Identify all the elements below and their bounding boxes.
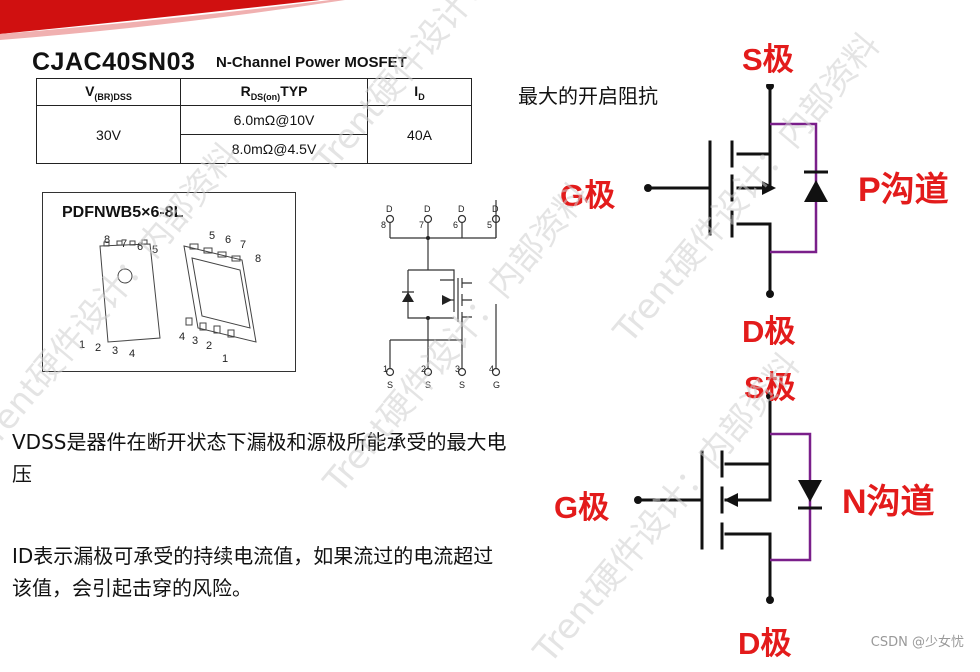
pin-label: 7 (240, 239, 246, 251)
pinout-bottom-num: 1 (383, 364, 388, 374)
pin-label: 1 (79, 339, 85, 351)
pinout-top-num: 6 (453, 220, 458, 230)
pin-label: 4 (129, 348, 135, 360)
pin-label: 2 (95, 342, 101, 354)
part-number: CJAC40SN03 (32, 48, 196, 76)
package-drawing: 8 7 6 5 1 2 3 4 5 6 7 8 4 3 2 1 (79, 230, 261, 365)
cell-vbr: 30V (36, 105, 181, 164)
note-id: ID表示漏极可承受的持续电流值，如果流过的电流超过 该值，会引起击穿的风险。 (12, 544, 494, 600)
pinout-schematic: 8 7 6 5 D D D D 1 2 3 4 S S S G (381, 200, 501, 390)
header-swoosh (0, 0, 345, 40)
n-gate-label: G极 (554, 490, 610, 525)
header-rds: RDS(on)TYP (180, 78, 368, 106)
package-bottom-view (183, 243, 257, 343)
pinout-top-name: D (424, 204, 431, 214)
pin-label: 6 (137, 241, 143, 253)
pinout-top-num: 7 (419, 220, 424, 230)
pinout-bottom-name: S (459, 380, 465, 390)
pinout-bottom-num: 3 (455, 364, 460, 374)
pinout-bottom-name: S (387, 380, 393, 390)
pin-label: 8 (104, 234, 110, 246)
pin-label: 4 (179, 331, 185, 343)
pinout-top-num: 5 (487, 220, 492, 230)
pinout-bottom-name: G (493, 380, 500, 390)
part-subtitle: N-Channel Power MOSFET (216, 54, 407, 71)
pinout-bottom-name: S (425, 380, 431, 390)
n-drain-label: D极 (738, 626, 792, 661)
cell-id: 40A (367, 105, 472, 164)
p-channel-mosfet-symbol (644, 84, 828, 298)
p-drain-label: D极 (742, 314, 796, 349)
pinout-bottom-num: 2 (421, 364, 426, 374)
spec-table: V(BR)DSS RDS(on)TYP ID 30V 6.0mΩ@10V 40A… (36, 78, 472, 164)
header-vbr: V(BR)DSS (36, 78, 181, 106)
pin-label: 6 (225, 234, 231, 246)
n-channel-mosfet-symbol (634, 392, 822, 604)
cell-rds-4v5: 8.0mΩ@4.5V (180, 134, 368, 164)
footer-credit: CSDN @少女忧 (870, 635, 964, 650)
note-vdss: VDSS是器件在断开状态下漏极和源极所能承受的最大电 压 (12, 430, 507, 486)
pin-label: 2 (206, 340, 212, 352)
pinout-top-name: D (458, 204, 465, 214)
p-channel-label: P沟道 (858, 171, 949, 209)
pinout-top-name: D (386, 204, 393, 214)
pinout-top-num: 8 (381, 220, 386, 230)
package-box (42, 192, 296, 372)
header-id: ID (367, 78, 472, 106)
cell-rds-10v: 6.0mΩ@10V (180, 105, 368, 135)
n-source-label: S极 (744, 370, 796, 405)
pin-label: 3 (192, 335, 198, 347)
pin-label: 8 (255, 253, 261, 265)
pinout-bottom-num: 4 (489, 364, 494, 374)
n-channel-label: N沟道 (842, 483, 935, 521)
annotation-max-on-resistance: 最大的开启阻抗 (518, 84, 658, 108)
pin-label: 7 (121, 238, 127, 250)
p-source-label: S极 (742, 42, 794, 77)
p-gate-label: G极 (560, 178, 616, 213)
pin-label: 1 (222, 353, 228, 365)
package-top-view (99, 239, 161, 343)
pin-label: 5 (209, 230, 215, 242)
pinout-top-name: D (492, 204, 499, 214)
package-name: PDFNWB5×6-8L (62, 204, 184, 221)
pin-label: 3 (112, 345, 118, 357)
pin-label: 5 (152, 244, 158, 256)
